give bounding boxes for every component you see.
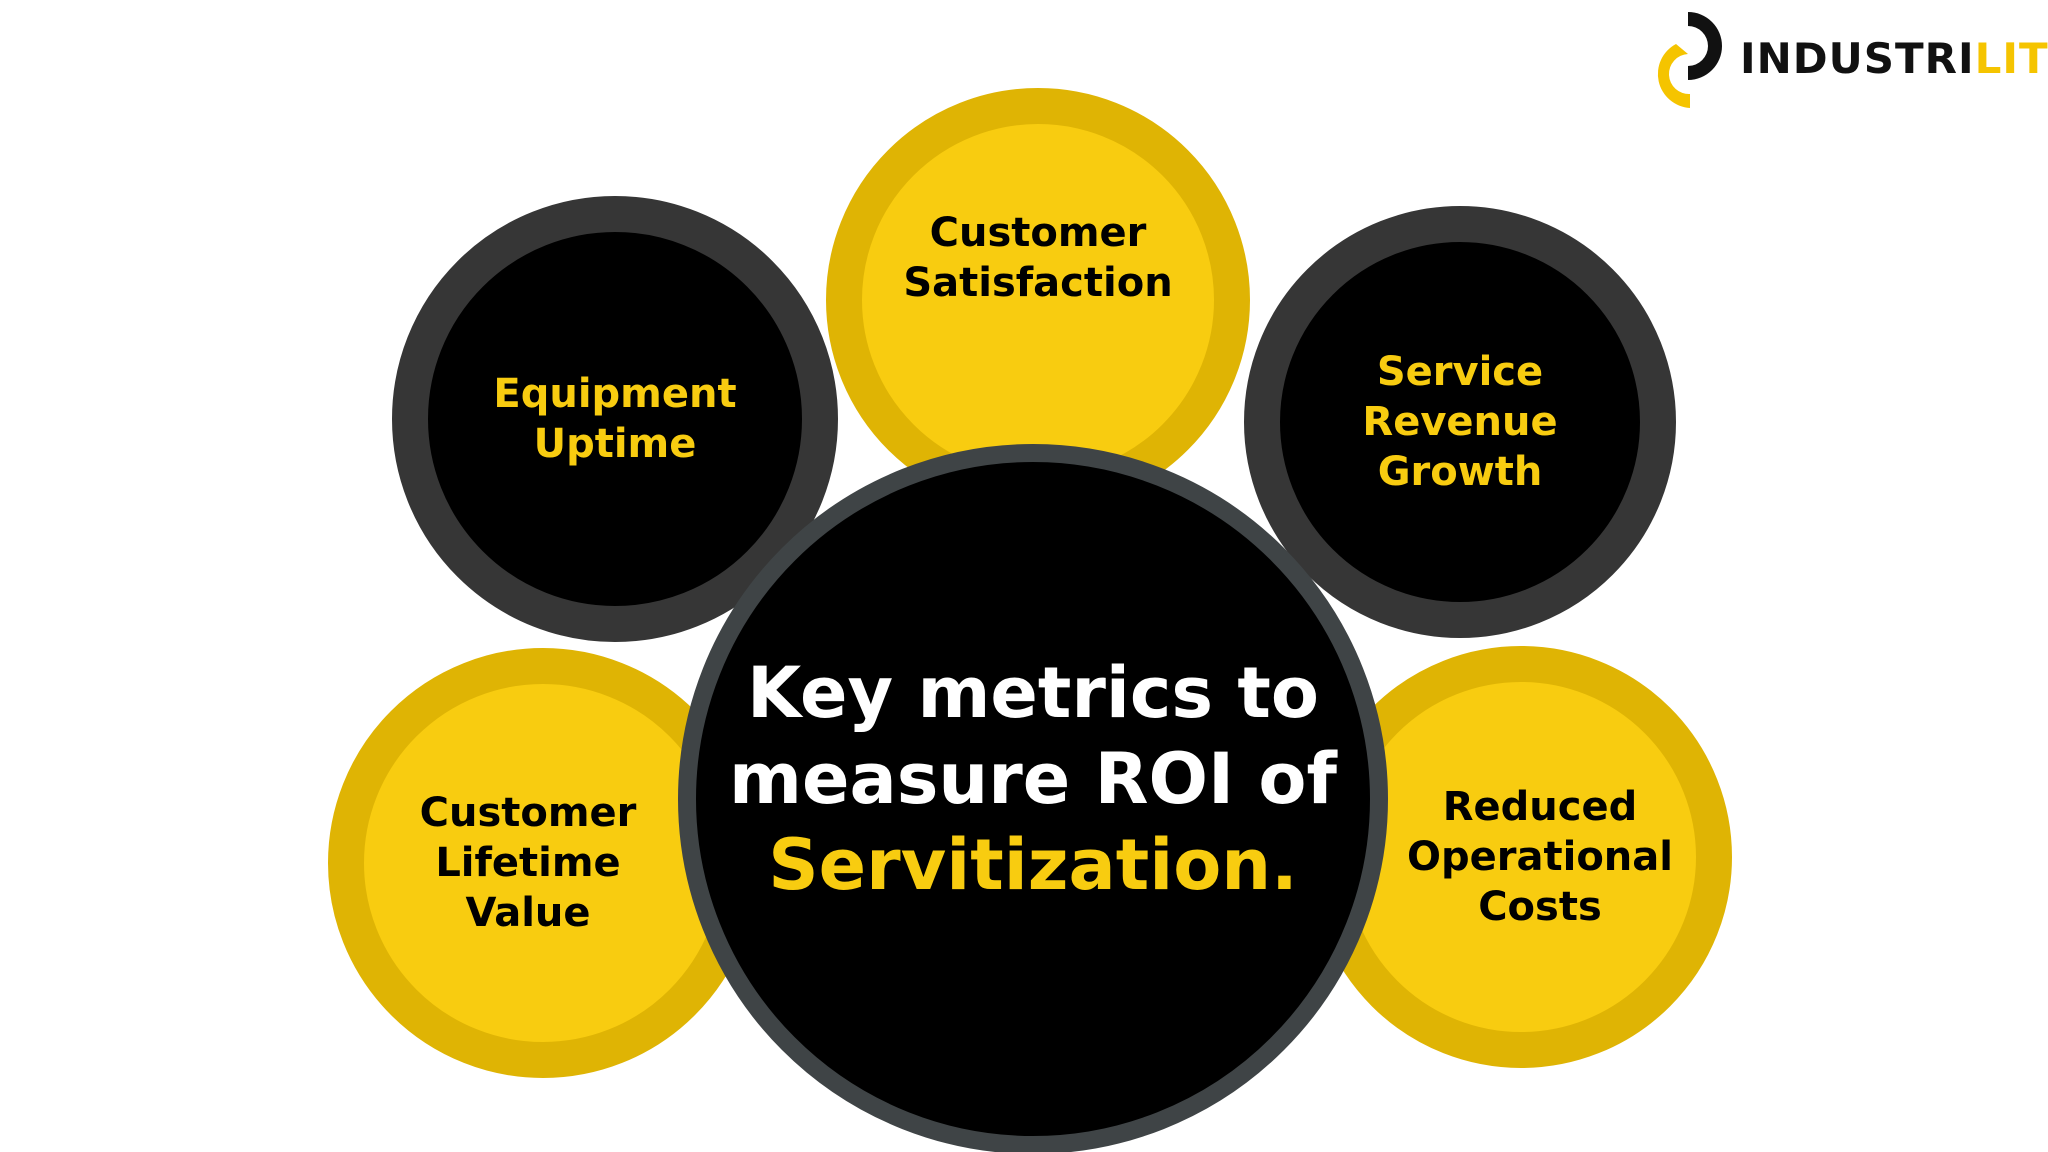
industrility-logo-icon [1657,12,1722,108]
metric-label: Customer Satisfaction [903,210,1173,306]
metric-label: Equipment Uptime [493,371,737,467]
metric-label: Customer Lifetime Value [419,790,637,936]
center-title: Key metrics to measure ROI of Servitizat… [729,650,1337,908]
center-title-circle: Key metrics to measure ROI of Servitizat… [678,444,1388,1152]
center-title-highlight: Servitization. [768,824,1298,906]
center-title-line: Key metrics to [747,652,1319,734]
brand-name: INDUSTRILITY [1740,38,2048,80]
metric-reduced-operational-costs: Reduced Operational Costs [1310,646,1732,1068]
brand-logo: INDUSTRILITY [1650,8,2048,118]
center-title-line: measure ROI of [729,738,1337,820]
brand-name-accent: LITY [1974,34,2048,83]
metric-label: Reduced Operational Costs [1407,784,1673,930]
metric-service-revenue-growth: Service Revenue Growth [1244,206,1676,638]
brand-name-main: INDUSTRI [1740,34,1975,83]
metric-label: Service Revenue Growth [1362,349,1558,495]
